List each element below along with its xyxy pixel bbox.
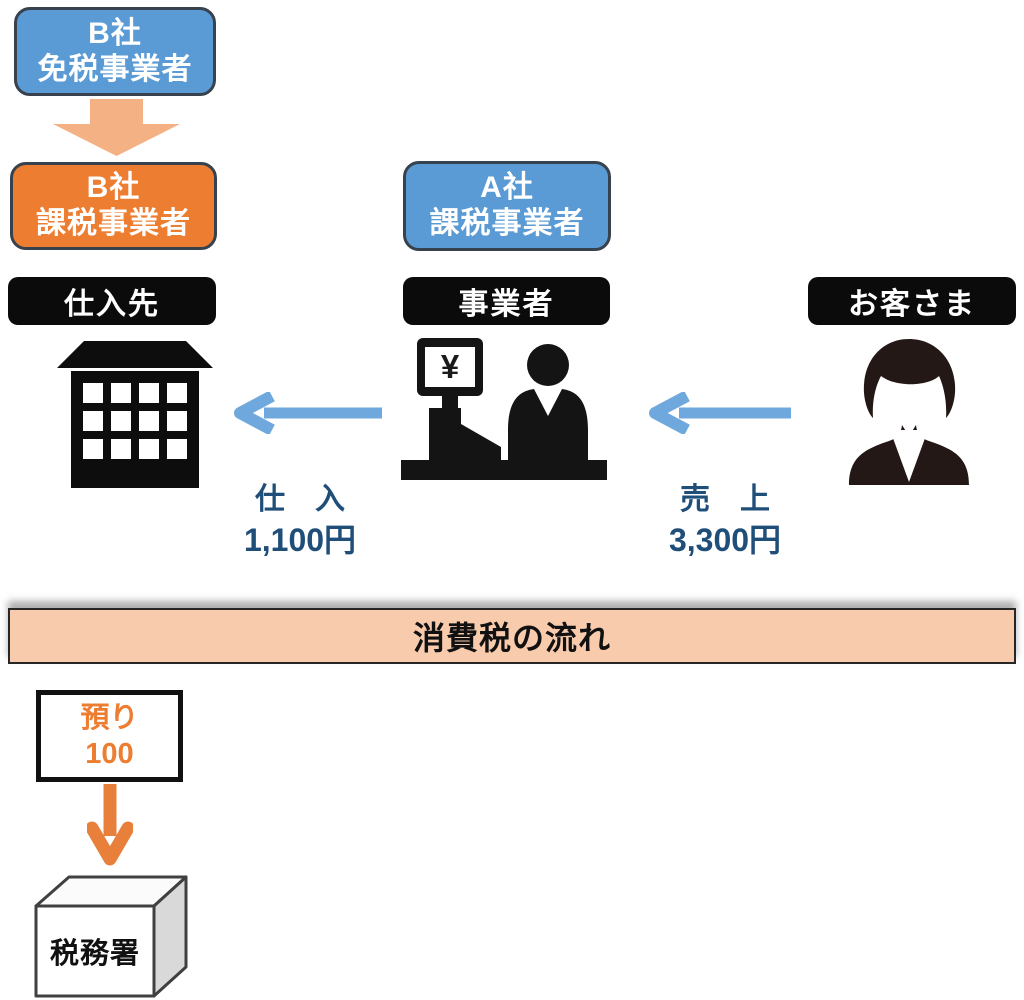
purchase-flow-label: 仕 入 <box>255 483 345 516</box>
entity-label-customer: お客さま <box>808 277 1016 325</box>
node-b-taxable-company: B社 <box>86 171 141 204</box>
banner-title: 消費税の流れ <box>8 608 1016 664</box>
sales-flow-label: 売 上 <box>680 483 770 516</box>
node-b-taxable-status: 課税事業者 <box>36 207 191 240</box>
entity-label-supplier: 仕入先 <box>8 277 216 325</box>
purchase-flow-text: 仕 入 1,100円 <box>215 481 385 562</box>
deposit-label: 預り <box>80 701 139 734</box>
tax-office-cube-icon <box>34 875 188 998</box>
left-arrow-purchase-icon <box>234 392 382 434</box>
entity-label-business: 事業者 <box>403 277 610 325</box>
yen-sign: ¥ <box>440 348 460 385</box>
sales-flow-amount: 3,300円 <box>668 521 782 558</box>
node-a-taxable-status: 課税事業者 <box>429 207 585 240</box>
left-arrow-sales-icon <box>649 392 791 434</box>
node-b-exempt: B社 免税事業者 <box>14 7 216 96</box>
node-a-taxable: A社 課税事業者 <box>403 161 611 251</box>
cash-register-clerk-icon <box>401 338 607 480</box>
customer-icon <box>849 339 969 485</box>
node-b-exempt-status: 免税事業者 <box>37 52 193 86</box>
building-icon <box>57 341 213 488</box>
deposit-amount: 100 <box>85 738 134 770</box>
node-a-taxable-company: A社 <box>480 171 534 204</box>
node-b-taxable: B社 課税事業者 <box>10 162 217 250</box>
sales-flow-text: 売 上 3,300円 <box>640 481 810 562</box>
down-arrow-icon <box>87 784 133 866</box>
deposit-box: 預り 100 <box>36 690 183 782</box>
down-block-arrow-icon <box>53 99 180 156</box>
tax-office-label: 税務署 <box>49 938 140 970</box>
node-b-exempt-company: B社 <box>88 16 142 50</box>
purchase-flow-amount: 1,100円 <box>243 521 357 558</box>
